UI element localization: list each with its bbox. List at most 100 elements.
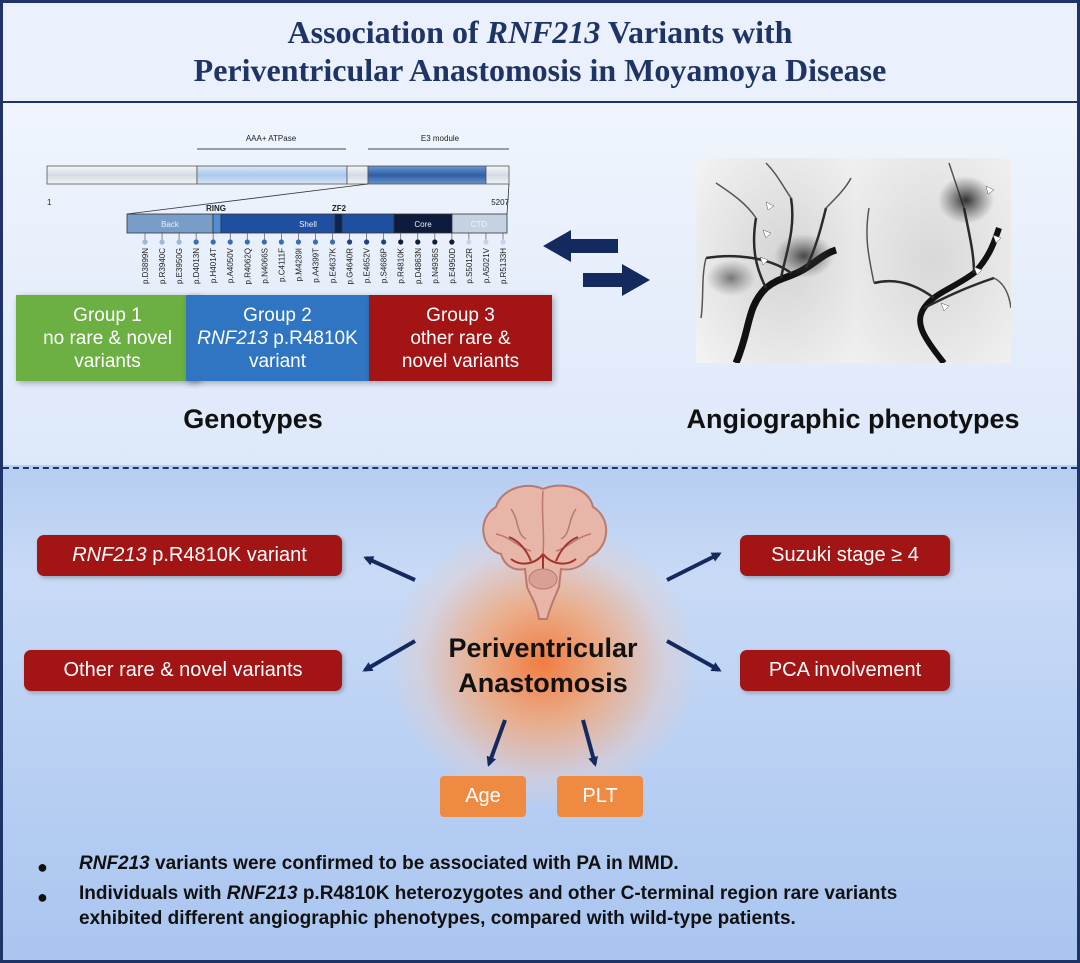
page-title: Association of RNF213 Variants with Peri… [3,13,1077,89]
atpase-bar [196,165,348,185]
bullet-2-text-line2: exhibited different angiographic phenoty… [79,908,796,929]
bullet-dot-icon: ● [37,887,48,907]
group-2-box: Group 2 RNF213 p.R4810K variant [186,295,369,381]
bullet-dot-icon: ● [37,857,48,877]
arrow-to-pca-icon [666,639,722,672]
variant-label: p.H4014T [209,248,218,283]
title-band: Association of RNF213 Variants with Peri… [3,3,1077,103]
group-2-variant: p.R4810K [267,327,358,349]
variant-dot [261,239,267,245]
group-3-title: Group 3 [426,304,495,326]
position-start: 1 [47,198,52,207]
association-r4810k-label: p.R4810K variant [146,544,307,566]
variant-dot [210,239,216,245]
variant-label: p.A5021V [482,247,491,283]
n-terminal-bar [46,165,198,185]
group-1-desc-1: no rare & novel [43,327,172,349]
variant-label: p.D4863N [414,248,423,284]
variant-label: p.E4637K [329,247,338,283]
variant-label: p.N4066S [260,248,269,284]
variant-label: p.D4013N [192,248,201,284]
variant-dot [483,239,489,245]
variant-dot [278,239,284,245]
ctd-domain [451,213,508,234]
variant-dot [193,239,199,245]
shell-label: Shell [299,220,317,229]
zf2-label: ZF2 [332,204,347,213]
title-part: Variants with [600,14,793,50]
shell-domain-b [341,213,395,234]
variant-dot [364,239,370,245]
variant-dot [398,239,404,245]
arrow-to-plt-icon [581,719,598,767]
association-pca-label: PCA involvement [768,659,922,681]
variant-dot [142,239,148,245]
bullet-2-gene: RNF213 [226,883,298,904]
variant-label: p.S5012R [465,248,474,284]
variant-label: p.S4686P [380,248,389,283]
shell-domain-a [220,213,336,234]
arrow-to-r4810k-icon [363,556,416,582]
variant-label: p.D3899N [141,248,150,284]
variant-label: p.A4050V [226,247,235,283]
atpase-label: AAA+ ATPase [246,134,297,143]
variant-dot [176,239,182,245]
group-3-box: Group 3 other rare & novel variants [369,295,552,381]
position-end: 5207 [491,198,509,207]
ring-label: RING [206,204,226,213]
group-3-desc-2: novel variants [401,350,520,372]
bullet-2-pre: Individuals with [79,883,227,904]
variant-dot [432,239,438,245]
association-pca: PCA involvement [740,650,950,691]
arrow-to-suzuki-icon [666,552,722,582]
variant-dot [466,239,472,245]
section-divider [3,467,1077,469]
linker-bar [346,165,369,185]
variant-dot [500,239,506,245]
group-2-title: Group 2 [243,304,312,326]
variant-label: p.E3950G [175,248,184,284]
variant-label: p.G4640R [346,248,355,285]
factor-age: Age [440,776,526,817]
group-2-gene: RNF213 [197,327,268,349]
variant-dot [312,239,319,245]
arrow-left-icon [543,230,618,262]
genotypes-label: Genotypes [183,404,323,434]
zoom-line-left [126,183,369,215]
rnf213-protein-schematic: AAA+ ATPase E3 module 1 5207 RING ZF2 Ba… [46,134,510,284]
variant-label: p.E4950D [448,248,457,284]
variant-dot [415,239,421,245]
variant-dot [244,239,250,245]
angiogram-image-right [854,158,1011,363]
variant-label: p.N4936S [431,248,440,284]
variant-label: p.R4810K [397,247,406,283]
group-3-desc-1: other rare & [410,327,511,349]
zoom-line-right [506,183,510,215]
association-gene: RNF213 [72,544,147,566]
association-other-variants-label: Other rare & novel variants [63,659,303,681]
bullet-2-text: p.R4810K heterozygotes and other C-termi… [297,883,898,904]
back-label: Back [161,220,180,229]
factor-plt-label: PLT [582,785,618,807]
variant-dot [159,239,165,245]
association-suzuki-label: Suzuki stage ≥ 4 [771,544,919,566]
center-concept: Periventricular Anastomosis [393,631,693,701]
variant-dot [346,239,353,245]
brain-icon [482,484,608,620]
group-1-desc-2: variants [74,350,141,372]
group-1-title: Group 1 [73,304,142,326]
variant-label: p.M4289I [294,248,303,281]
group-2-desc: variant [248,350,307,372]
e3-bar [367,165,487,185]
variant-dot [381,239,387,245]
title-gene: RNF213 [486,14,601,50]
arrow-to-other-variants-icon [362,639,417,672]
variant-label: p.R4062Q [243,248,252,284]
bullet-1-text: variants were confirmed to be associated… [149,853,679,874]
zf2-domain [334,213,343,234]
center-line-2: Anastomosis [458,668,628,698]
bidirectional-arrows [543,230,650,296]
ctd-label: CTD [471,220,488,229]
